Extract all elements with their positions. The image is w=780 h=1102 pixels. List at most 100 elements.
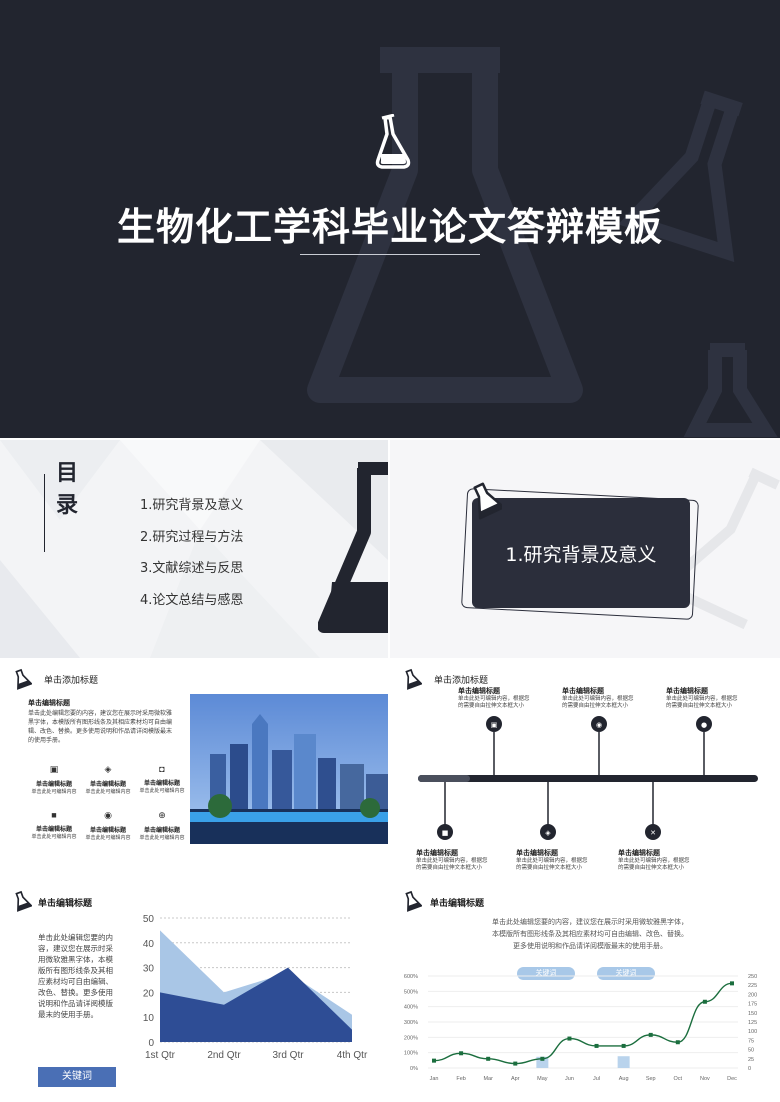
flask-watermark-icon bbox=[655, 467, 780, 630]
toc-item-3[interactable]: 3.文献综述与反思 bbox=[140, 561, 244, 576]
y-tick-label: 100% bbox=[404, 1051, 418, 1057]
y2-tick-label: 100 bbox=[748, 1029, 757, 1035]
flask-icon bbox=[15, 668, 32, 690]
feature-item: ■ 单击编辑标题 单击此处可编辑内容 bbox=[26, 810, 82, 842]
expand-icon: ✕ bbox=[650, 829, 656, 837]
y-tick-label: 600% bbox=[404, 974, 418, 980]
data-point bbox=[702, 999, 707, 1004]
toc-bar bbox=[44, 474, 45, 552]
y2-tick-label: 150 bbox=[748, 1011, 757, 1017]
section-card: 1.研究背景及意义 bbox=[472, 498, 690, 608]
y-tick-label: 0% bbox=[410, 1066, 418, 1072]
info-icon: ◉ bbox=[104, 810, 112, 820]
flask-icon bbox=[405, 668, 422, 690]
y-tick-label: 500% bbox=[404, 989, 418, 995]
x-tick-label: 3rd Qtr bbox=[272, 1050, 304, 1061]
y2-tick-label: 225 bbox=[748, 983, 757, 989]
data-point bbox=[730, 981, 734, 986]
y-tick-label: 300% bbox=[404, 1020, 418, 1026]
keyword-button[interactable]: 关键词 bbox=[38, 1067, 116, 1087]
x-tick-label: 4th Qtr bbox=[337, 1050, 368, 1061]
flask-icon bbox=[405, 890, 422, 912]
layers-icon: ◈ bbox=[104, 764, 112, 774]
y2-tick-label: 175 bbox=[748, 1002, 757, 1008]
timeline-top-item: 单击编辑标题 单击此处可编辑内容，根据您 的需要自由拉伸文本框大小 bbox=[458, 687, 530, 709]
timeline-slide: 单击添加标题 单击编辑标题 单击此处可编辑内容，根据您 的需要自由拉伸文本框大小… bbox=[390, 660, 780, 878]
toc-item-2[interactable]: 2.研究过程与方法 bbox=[140, 530, 244, 545]
data-point bbox=[432, 1058, 436, 1063]
cover-title: 生物化工学科毕业论文答辩模板 bbox=[116, 205, 663, 249]
x-tick-label: Dec bbox=[727, 1076, 737, 1082]
briefcase-icon: ■ bbox=[442, 829, 449, 837]
timeline-top-item: 单击编辑标题 单击此处可编辑内容，根据您 的需要自由拉伸文本框大小 bbox=[666, 687, 738, 709]
x-tick-label: Apr bbox=[511, 1076, 520, 1082]
x-tick-label: Aug bbox=[619, 1076, 629, 1082]
data-point bbox=[567, 1036, 572, 1041]
x-tick-label: Oct bbox=[674, 1076, 683, 1082]
section-heading: 单击编辑标题 bbox=[28, 699, 70, 707]
data-point bbox=[594, 1043, 599, 1048]
y2-tick-label: 200 bbox=[748, 992, 757, 998]
toc-title: 目 录 bbox=[56, 461, 79, 518]
x-tick-label: 2nd Qtr bbox=[207, 1050, 241, 1061]
layers-icon: ◈ bbox=[545, 829, 551, 837]
timeline-bottom-item: 单击编辑标题 单击此处可编辑内容，根据您 的需要自由拉伸文本框大小 bbox=[516, 849, 588, 871]
x-tick-label: May bbox=[537, 1076, 548, 1082]
line-chart-slide: 单击编辑标题 单击此处编辑您要的内容，建议您在展示时采用微软雅黑字体， 本模版所… bbox=[390, 880, 780, 1102]
flask-icon bbox=[473, 482, 502, 520]
line-series bbox=[433, 982, 733, 1065]
slide-header: 单击添加标题 bbox=[44, 676, 99, 686]
feature-item: ◈ 单击编辑标题 单击此处可编辑内容 bbox=[80, 764, 136, 797]
bar bbox=[536, 1056, 549, 1068]
y2-tick-label: 250 bbox=[748, 974, 757, 980]
keyword-pill[interactable]: 关键词 bbox=[517, 967, 575, 980]
y2-tick-label: 50 bbox=[748, 1048, 754, 1054]
title-divider bbox=[300, 254, 480, 255]
data-point bbox=[675, 1040, 680, 1045]
content-slide-4: 单击添加标题 单击编辑标题 单击此处编辑您要的内容，建议您在展示时采用微软雅 黑… bbox=[0, 660, 388, 878]
chat-icon: ● bbox=[701, 721, 707, 729]
y2-tick-label: 25 bbox=[748, 1057, 754, 1063]
briefcase-icon: ■ bbox=[51, 810, 57, 820]
y2-tick-label: 0 bbox=[748, 1066, 751, 1072]
y-tick-label: 30 bbox=[143, 964, 155, 975]
feature-item: ⊕ 单击编辑标题 单击此处可编辑内容 bbox=[134, 810, 190, 843]
data-point bbox=[648, 1032, 653, 1037]
info-icon: ◉ bbox=[596, 721, 602, 729]
y-tick-label: 50 bbox=[143, 914, 155, 925]
section-slide: 1.研究背景及意义 bbox=[390, 440, 780, 658]
timeline-graphic: ▣ ◉ ● ■ ◈ ✕ bbox=[418, 716, 758, 840]
slide-header: 单击添加标题 bbox=[434, 676, 489, 686]
x-tick-label: Jul bbox=[593, 1076, 600, 1082]
y-tick-label: 10 bbox=[143, 1013, 155, 1024]
y-tick-label: 200% bbox=[404, 1035, 418, 1041]
ticket-icon: ◘ bbox=[159, 764, 165, 774]
calendar-icon: ▣ bbox=[49, 764, 59, 774]
flask-silhouette-icon bbox=[318, 462, 388, 633]
poly-background bbox=[0, 440, 388, 658]
data-point bbox=[486, 1056, 491, 1061]
data-point bbox=[459, 1051, 464, 1056]
data-point bbox=[540, 1056, 545, 1061]
keyword-pill[interactable]: 关键词 bbox=[597, 967, 655, 980]
section-title: 1.研究背景及意义 bbox=[505, 543, 657, 566]
data-point bbox=[513, 1061, 518, 1066]
x-tick-label: Jan bbox=[430, 1076, 439, 1082]
timeline-top-item: 单击编辑标题 单击此处可编辑内容，根据您 的需要自由拉伸文本框大小 bbox=[562, 687, 634, 709]
x-tick-label: 1st Qtr bbox=[145, 1050, 176, 1061]
toc-slide: 目 录 1.研究背景及意义 2.研究过程与方法 3.文献综述与反思 4.论文总结… bbox=[0, 440, 388, 658]
area-series bbox=[160, 967, 352, 1042]
bar bbox=[617, 1056, 630, 1068]
toc-item-4[interactable]: 4.论文总结与感恩 bbox=[140, 593, 244, 608]
slide-header: 单击编辑标题 bbox=[430, 899, 485, 909]
y2-tick-label: 125 bbox=[748, 1020, 757, 1026]
line-chart: 0% 100% 200% 300% 400% 500% 600% 0 25 50 75 100 125 1… bbox=[404, 974, 757, 1082]
body-text: 单击此处编辑您要的内 容，建议您在展示时采 用微软雅黑字体，本模 版所有图形线条… bbox=[38, 933, 113, 1019]
y2-tick-label: 75 bbox=[748, 1038, 754, 1044]
feature-item: ▣ 单击编辑标题 单击此处可编辑内容 bbox=[26, 764, 82, 797]
calendar-icon: ▣ bbox=[491, 721, 498, 729]
timeline-bottom-item: 单击编辑标题 单击此处可编辑内容，根据您 的需要自由拉伸文本框大小 bbox=[618, 849, 690, 871]
toc-item-1[interactable]: 1.研究背景及意义 bbox=[140, 498, 244, 513]
y-tick-label: 400% bbox=[404, 1005, 418, 1011]
